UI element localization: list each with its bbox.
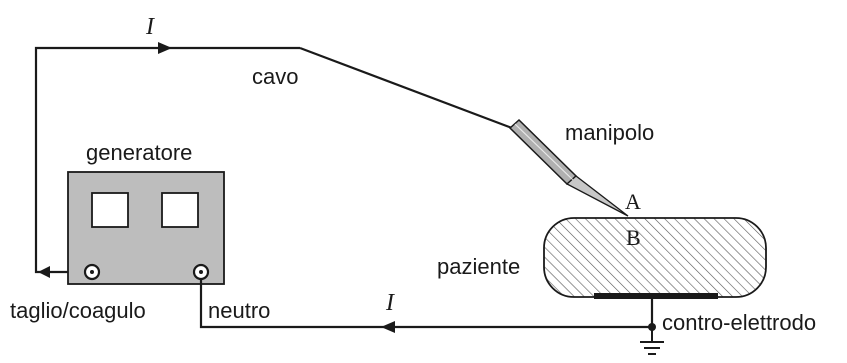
patient-label: paziente (437, 254, 520, 279)
current-label-top: I (145, 14, 155, 40)
generator-label: generatore (86, 140, 192, 165)
current-label-bottom: I (385, 290, 395, 316)
cut-coag-label: taglio/coagulo (10, 298, 146, 323)
terminal-arrow (38, 266, 50, 278)
current-arrow-bottom (381, 321, 395, 333)
current-arrow-top (158, 42, 172, 54)
neutral-label: neutro (208, 298, 270, 323)
handpiece (508, 118, 629, 217)
generator-display-left (91, 192, 129, 228)
return-wire (199, 279, 654, 329)
handpiece-label: manipolo (565, 120, 654, 145)
generator (67, 171, 225, 285)
return-electrode (594, 293, 718, 299)
patient-body (543, 217, 767, 298)
return-electrode-label: contro-elettrodo (662, 310, 816, 335)
point-a-label: A (625, 189, 641, 214)
cable-wire (299, 46, 513, 130)
generator-display-right (161, 192, 199, 228)
cable-label: cavo (252, 64, 298, 89)
point-b-label: B (626, 225, 641, 250)
ground-icon (640, 327, 664, 355)
